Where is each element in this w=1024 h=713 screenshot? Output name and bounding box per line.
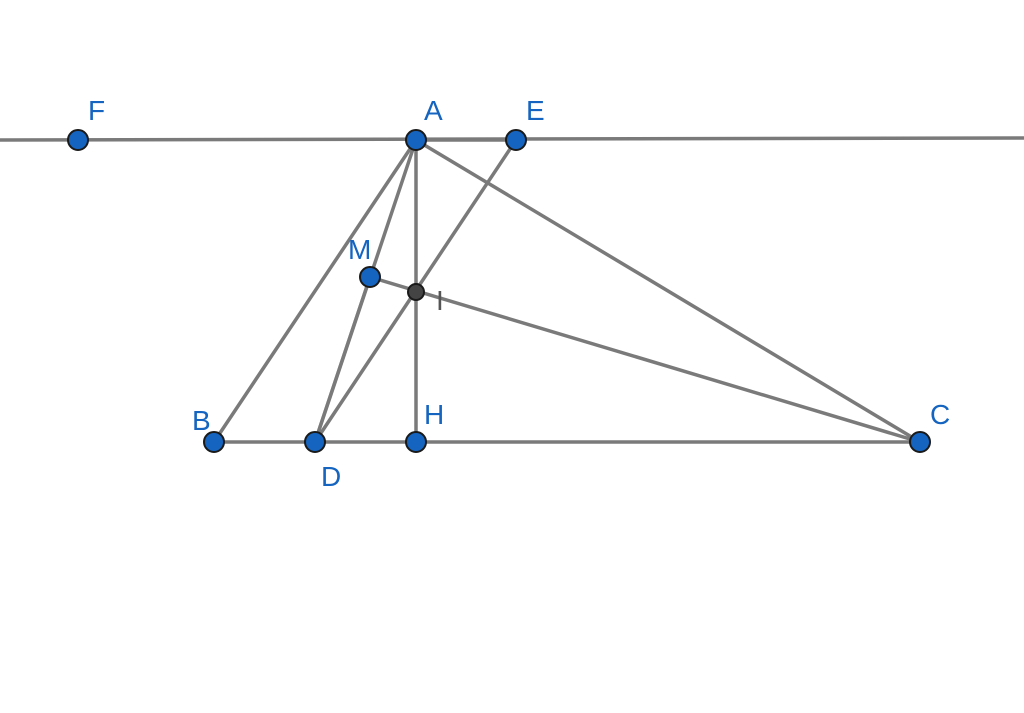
point-E[interactable] — [505, 129, 527, 151]
point-F[interactable] — [67, 129, 89, 151]
point-M[interactable] — [359, 266, 381, 288]
segment-MC[interactable] — [368, 275, 922, 444]
label-D: D — [321, 461, 341, 492]
label-B: B — [192, 405, 211, 436]
label-F: F — [88, 95, 105, 126]
point-C[interactable] — [909, 431, 931, 453]
label-M: M — [348, 234, 371, 265]
points-layer — [67, 129, 931, 453]
label-C: C — [930, 399, 950, 430]
point-A[interactable] — [405, 129, 427, 151]
label-E: E — [526, 95, 545, 126]
labels-layer: A B C D E F H I M — [88, 95, 950, 492]
point-I[interactable] — [407, 283, 425, 301]
label-H: H — [424, 399, 444, 430]
point-B[interactable] — [203, 431, 225, 453]
point-D[interactable] — [304, 431, 326, 453]
segment-DM[interactable] — [313, 275, 372, 444]
segments-layer — [212, 138, 922, 444]
segment-AB[interactable] — [212, 138, 418, 444]
label-A: A — [424, 95, 443, 126]
segment-AC[interactable] — [414, 138, 922, 444]
point-H[interactable] — [405, 431, 427, 453]
label-I: I — [436, 285, 444, 316]
